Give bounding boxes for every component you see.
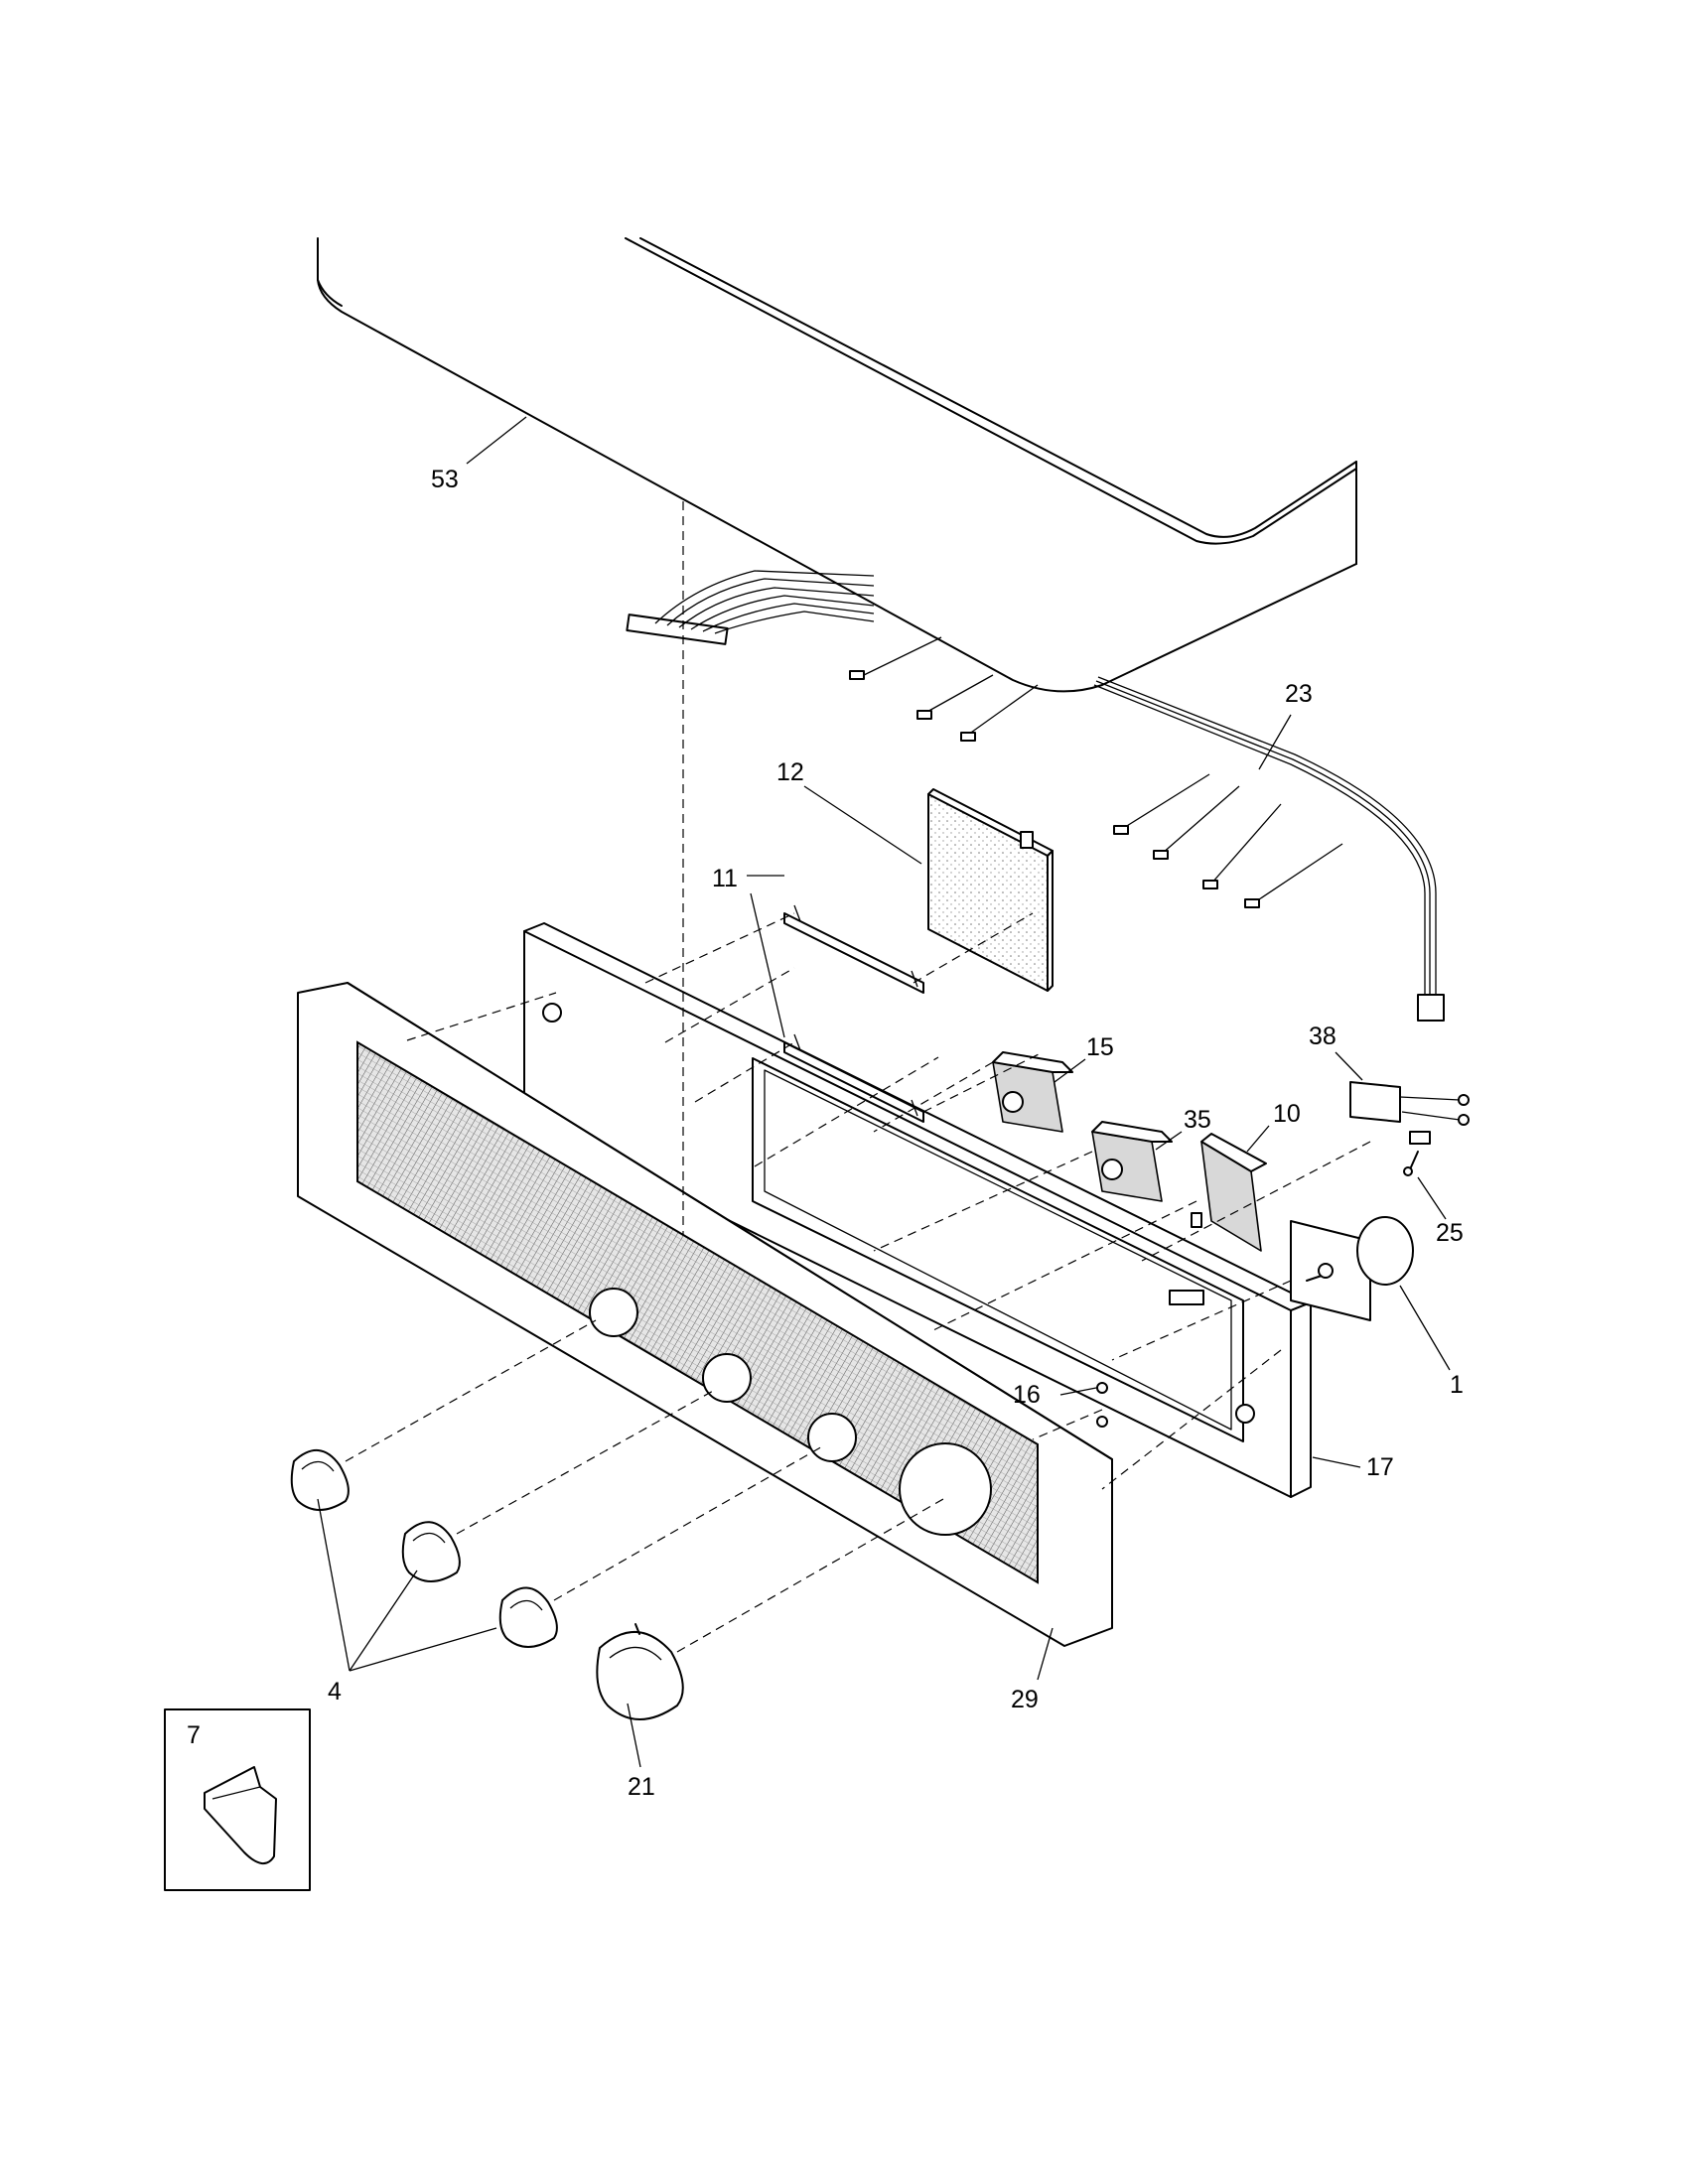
label-29: 29 [1011, 1686, 1039, 1713]
front-console [297, 982, 1113, 1647]
label-17: 17 [1366, 1453, 1394, 1481]
label-4: 4 [328, 1678, 342, 1706]
control-board [927, 788, 1054, 992]
label-16: 16 [1013, 1381, 1041, 1409]
label-21: 21 [628, 1773, 655, 1801]
label-53: 53 [431, 466, 459, 493]
screw-25 [1403, 1151, 1419, 1176]
label-10: 10 [1273, 1100, 1301, 1128]
label-7: 7 [187, 1721, 201, 1749]
knob-21 [596, 1623, 684, 1720]
label-35: 35 [1184, 1106, 1211, 1134]
label-38: 38 [1309, 1023, 1336, 1050]
leader-lines [317, 416, 1451, 1768]
label-15: 15 [1086, 1033, 1114, 1061]
inset-clip-7 [164, 1708, 311, 1891]
top-cover-panel [317, 237, 1357, 693]
knob-4-c [498, 1586, 558, 1648]
label-25: 25 [1436, 1219, 1464, 1247]
timer-1 [1290, 1216, 1414, 1321]
wire-harness [626, 570, 1445, 1022]
selector-switch-35 [1091, 1121, 1173, 1202]
push-switch-10 [1191, 1133, 1267, 1252]
board-bracket-upper [783, 904, 924, 994]
buzzer-38 [1349, 1081, 1470, 1145]
knob-4-a [290, 1449, 350, 1511]
label-11: 11 [712, 865, 738, 892]
screws-16 [1096, 1382, 1108, 1428]
label-1: 1 [1450, 1371, 1464, 1399]
knob-4-b [401, 1521, 461, 1582]
selector-switch-15 [992, 1051, 1073, 1133]
label-23: 23 [1285, 680, 1313, 708]
label-12: 12 [776, 758, 804, 786]
part-labels: 53 23 12 11 15 35 10 38 25 1 16 17 4 29 … [187, 466, 1464, 1801]
assembly-lines [345, 501, 1371, 1653]
